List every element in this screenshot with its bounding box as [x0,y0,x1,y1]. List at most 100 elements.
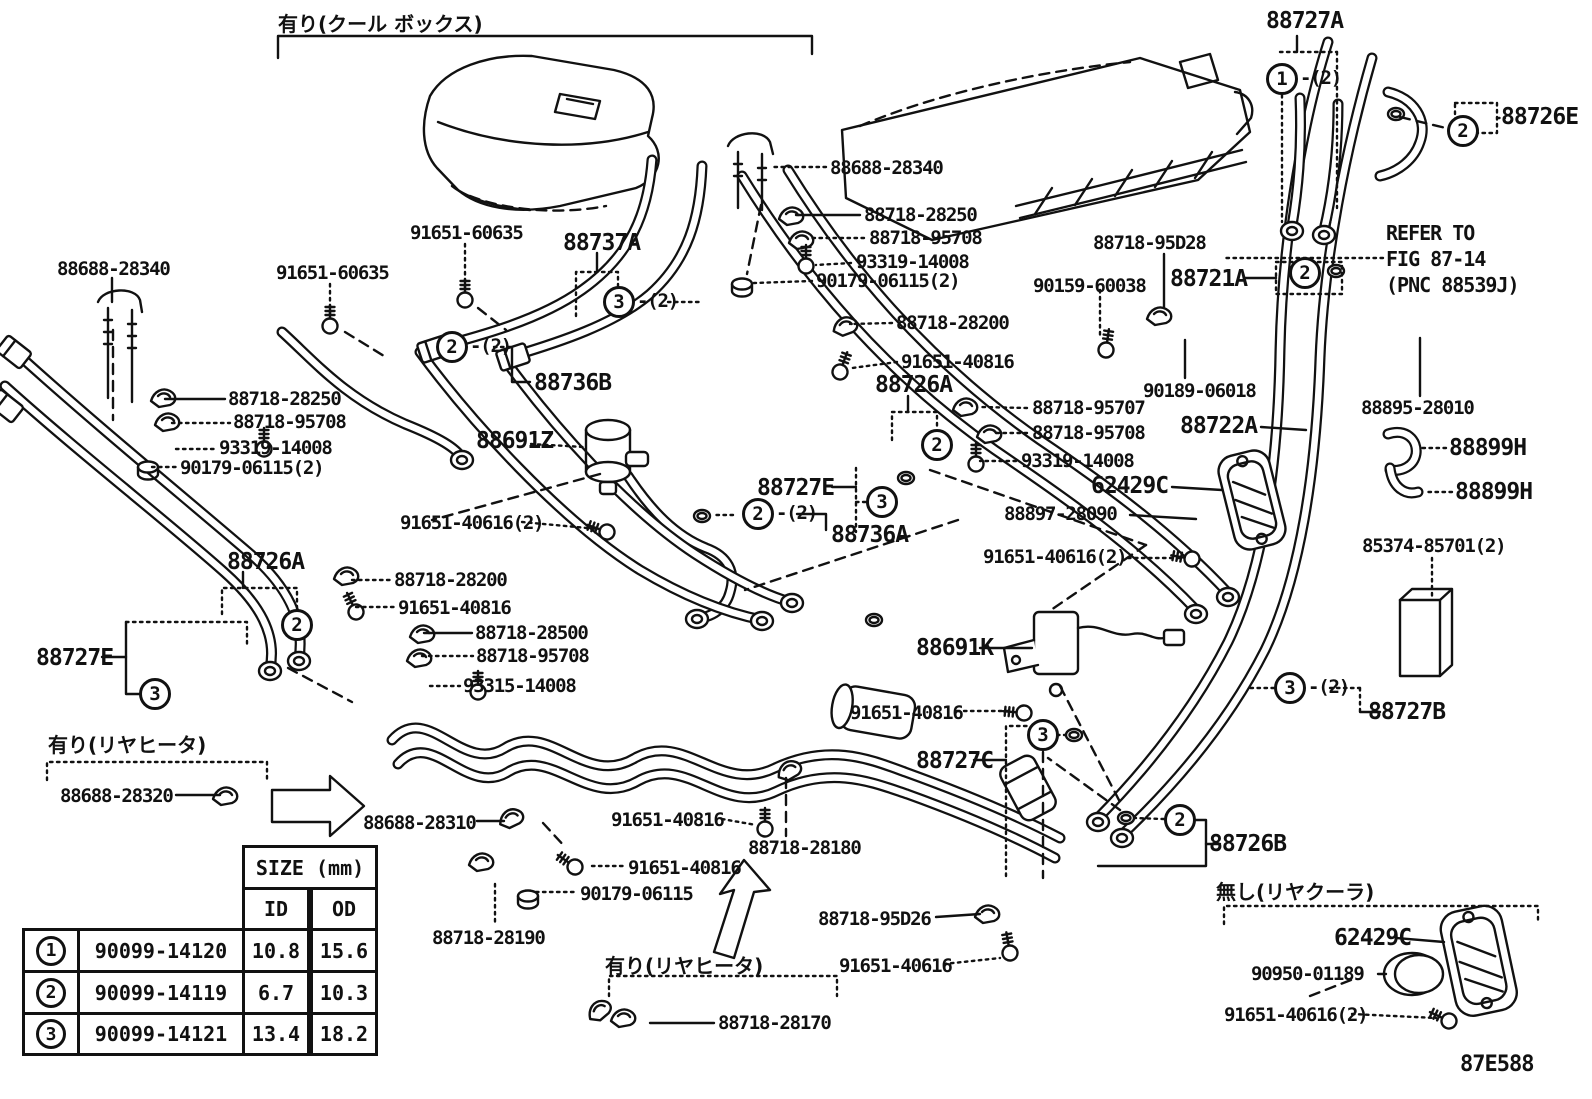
table-row-callout: 1 [22,928,80,973]
part-number-label: 88718-28180 [748,837,862,859]
part-number-label: 93319-14008 [856,251,970,273]
callout-2: 2 [742,498,774,530]
part-number-label: 91651-40616 [839,955,953,977]
callout-2: 2 [1447,115,1479,147]
part-number-label: 88727B [1368,699,1446,725]
arrow-right-icon [270,774,366,838]
part-number-label: 88718-95708 [476,645,590,667]
part-number-label: 88899H [1449,435,1527,461]
part-number-label: 88718-28200 [394,569,508,591]
water-valve-art [584,418,650,496]
solenoid-valve-art [1002,610,1186,698]
callout-2: 2 [36,977,66,1008]
part-number-label: 88718-95708 [869,227,983,249]
grommet-plate-bottom-art [1439,904,1518,1017]
ac-unit-art [840,52,1254,242]
table-id-value: 6.7 [242,970,310,1015]
part-number-label: 88737A [563,230,641,256]
part-number-label: 87E588 [1460,1052,1534,1077]
callout-quantity-suffix: -(2) [470,335,512,357]
part-number-label: 88736A [831,522,909,548]
part-number-label: 88897-28090 [1004,503,1118,525]
callout-2: 2 [436,331,468,363]
part-number-label: 91651-40816 [901,351,1015,373]
part-number-label: 91651-40816 [611,809,725,831]
refer-note: REFER TO FIG 87-14 (PNC 88539J) [1386,220,1519,298]
table-row-callout: 2 [22,970,80,1015]
callout-2: 2 [921,429,953,461]
part-number-label: 88722A [1180,413,1258,439]
table-od-value: 18.2 [310,1012,378,1056]
pad-art [1382,951,1445,997]
leader-lines [45,34,1540,1025]
part-number-label: 91651-60635 [410,222,524,244]
callout-quantity-suffix: -(2) [1308,676,1350,698]
part-number-label: 88718-95708 [1032,422,1146,444]
table-od-header: OD [310,887,378,931]
config-header-label: 有り(リヤヒータ) [605,954,764,978]
direction-arrows-art [270,774,772,960]
hose-art [0,36,1428,864]
callout-3: 3 [1274,672,1306,704]
part-number-label: 88726B [1209,831,1287,857]
clamp-screws-top-art [726,132,775,212]
callout-quantity-suffix: -(2) [776,502,818,524]
part-number-label: 88718-28200 [896,312,1010,334]
part-number-label: 88688-28340 [57,258,171,280]
callout-quantity-suffix: -(2) [637,290,679,312]
part-number-label: 90179-06115(2) [180,457,325,479]
callout-1: 1 [36,935,66,966]
part-number-label: 88691K [916,635,994,661]
part-number-label: 88895-28010 [1361,397,1475,419]
callout-3: 3 [603,286,635,318]
table-part-number: 90099-14121 [77,1012,245,1056]
part-number-label: 91651-40616(2) [983,546,1128,568]
callout-3: 3 [139,678,171,710]
part-number-label: 91651-40616(2) [1224,1004,1369,1026]
config-header-label: 無し(リヤクーラ) [1216,880,1375,904]
config-header-label: 有り(クール ボックス) [278,12,483,36]
callout-3: 3 [36,1019,66,1049]
part-number-label: 88688-28310 [363,812,477,834]
part-number-label: 91651-40816 [628,857,742,879]
config-header-label: 有り(リヤヒータ) [48,733,207,757]
part-number-label: 88727E [757,475,835,501]
part-number-label: 88736B [534,370,612,396]
callout-3: 3 [866,486,898,518]
part-number-label: 93319-14008 [1021,450,1135,472]
part-number-label: 88718-28190 [432,927,546,949]
part-number-label: 88688-28320 [60,785,174,807]
part-number-label: 88726A [227,549,305,575]
table-row-callout: 3 [22,1012,80,1056]
arrow-up-right-icon [712,858,772,960]
part-number-label: 88727E [36,645,114,671]
part-number-label: 91651-40816 [398,597,512,619]
table-size-header: SIZE (mm) [242,845,378,890]
part-number-label: 93315-14008 [463,675,577,697]
callout-2: 2 [1289,257,1321,289]
refer-note-line2: FIG 87-14 [1386,247,1486,271]
callout-3: 3 [1027,719,1059,751]
grommet-plate-art [1217,449,1287,551]
part-number-label: 88727A [1266,8,1344,34]
refer-note-line1: REFER TO [1386,221,1475,245]
callout-2: 2 [281,609,313,641]
part-number-label: 88718-28250 [864,204,978,226]
part-number-label: 88899H [1455,479,1533,505]
cool-box-art [422,54,660,212]
foam-block-art [1398,587,1454,678]
part-number-label: 91651-40816 [850,702,964,724]
part-number-label: 93319-14008 [219,437,333,459]
part-number-label: 62429C [1334,925,1412,951]
part-number-label: 88726A [875,372,953,398]
clamp-screws-left-art [96,289,144,404]
part-number-label: 88691Z [476,428,554,454]
part-number-label: 88718-95D26 [818,908,932,930]
table-od-value: 10.3 [310,970,378,1015]
part-number-label: 88727C [916,748,994,774]
part-number-label: 88721A [1170,266,1248,292]
part-number-label: 88718-28500 [475,622,589,644]
part-number-label: 62429C [1091,473,1169,499]
